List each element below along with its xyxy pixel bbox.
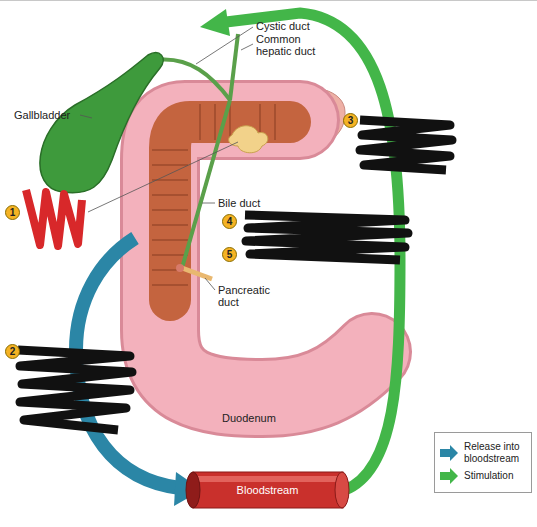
vessel-label: Bloodstream (185, 484, 350, 496)
callout-number: 5 (222, 247, 237, 262)
bloodstream-vessel: Bloodstream (185, 470, 350, 510)
legend-arrow-icon (439, 468, 459, 484)
callout-number: 4 (222, 214, 237, 229)
part-label: Common hepatic duct (256, 33, 328, 57)
part-label: Pancreatic duct (218, 284, 278, 308)
legend-row: Release into bloodstream (439, 441, 527, 465)
ampulla (176, 264, 184, 272)
common-hepatic-duct (230, 34, 238, 100)
legend-text: Release into bloodstream (464, 441, 527, 465)
chyme (229, 126, 268, 153)
part-label: Duodenum (222, 412, 292, 424)
part-label: Gallbladder (14, 109, 80, 121)
callout-number: 3 (343, 113, 358, 128)
part-label: Cystic duct (256, 20, 328, 32)
legend-arrow-icon (439, 445, 459, 461)
callout-number: 2 (5, 344, 20, 359)
redaction-scribble (26, 190, 82, 246)
legend-row: Stimulation (439, 468, 527, 484)
duodenum-mucosa (170, 122, 290, 300)
callout-number: 1 (5, 205, 20, 220)
part-label: Bile duct (218, 197, 278, 209)
legend-box: Release into bloodstreamStimulation (434, 432, 532, 493)
legend-text: Stimulation (464, 470, 513, 482)
frame-line (0, 0, 537, 1)
stimulation-arrowhead (200, 9, 230, 36)
pancreatic-duct (182, 268, 212, 279)
redaction-scribble (18, 120, 452, 430)
gallbladder (40, 53, 163, 193)
cystic-duct (156, 59, 230, 100)
bile-duct (182, 100, 230, 268)
leader-lines (80, 27, 253, 290)
